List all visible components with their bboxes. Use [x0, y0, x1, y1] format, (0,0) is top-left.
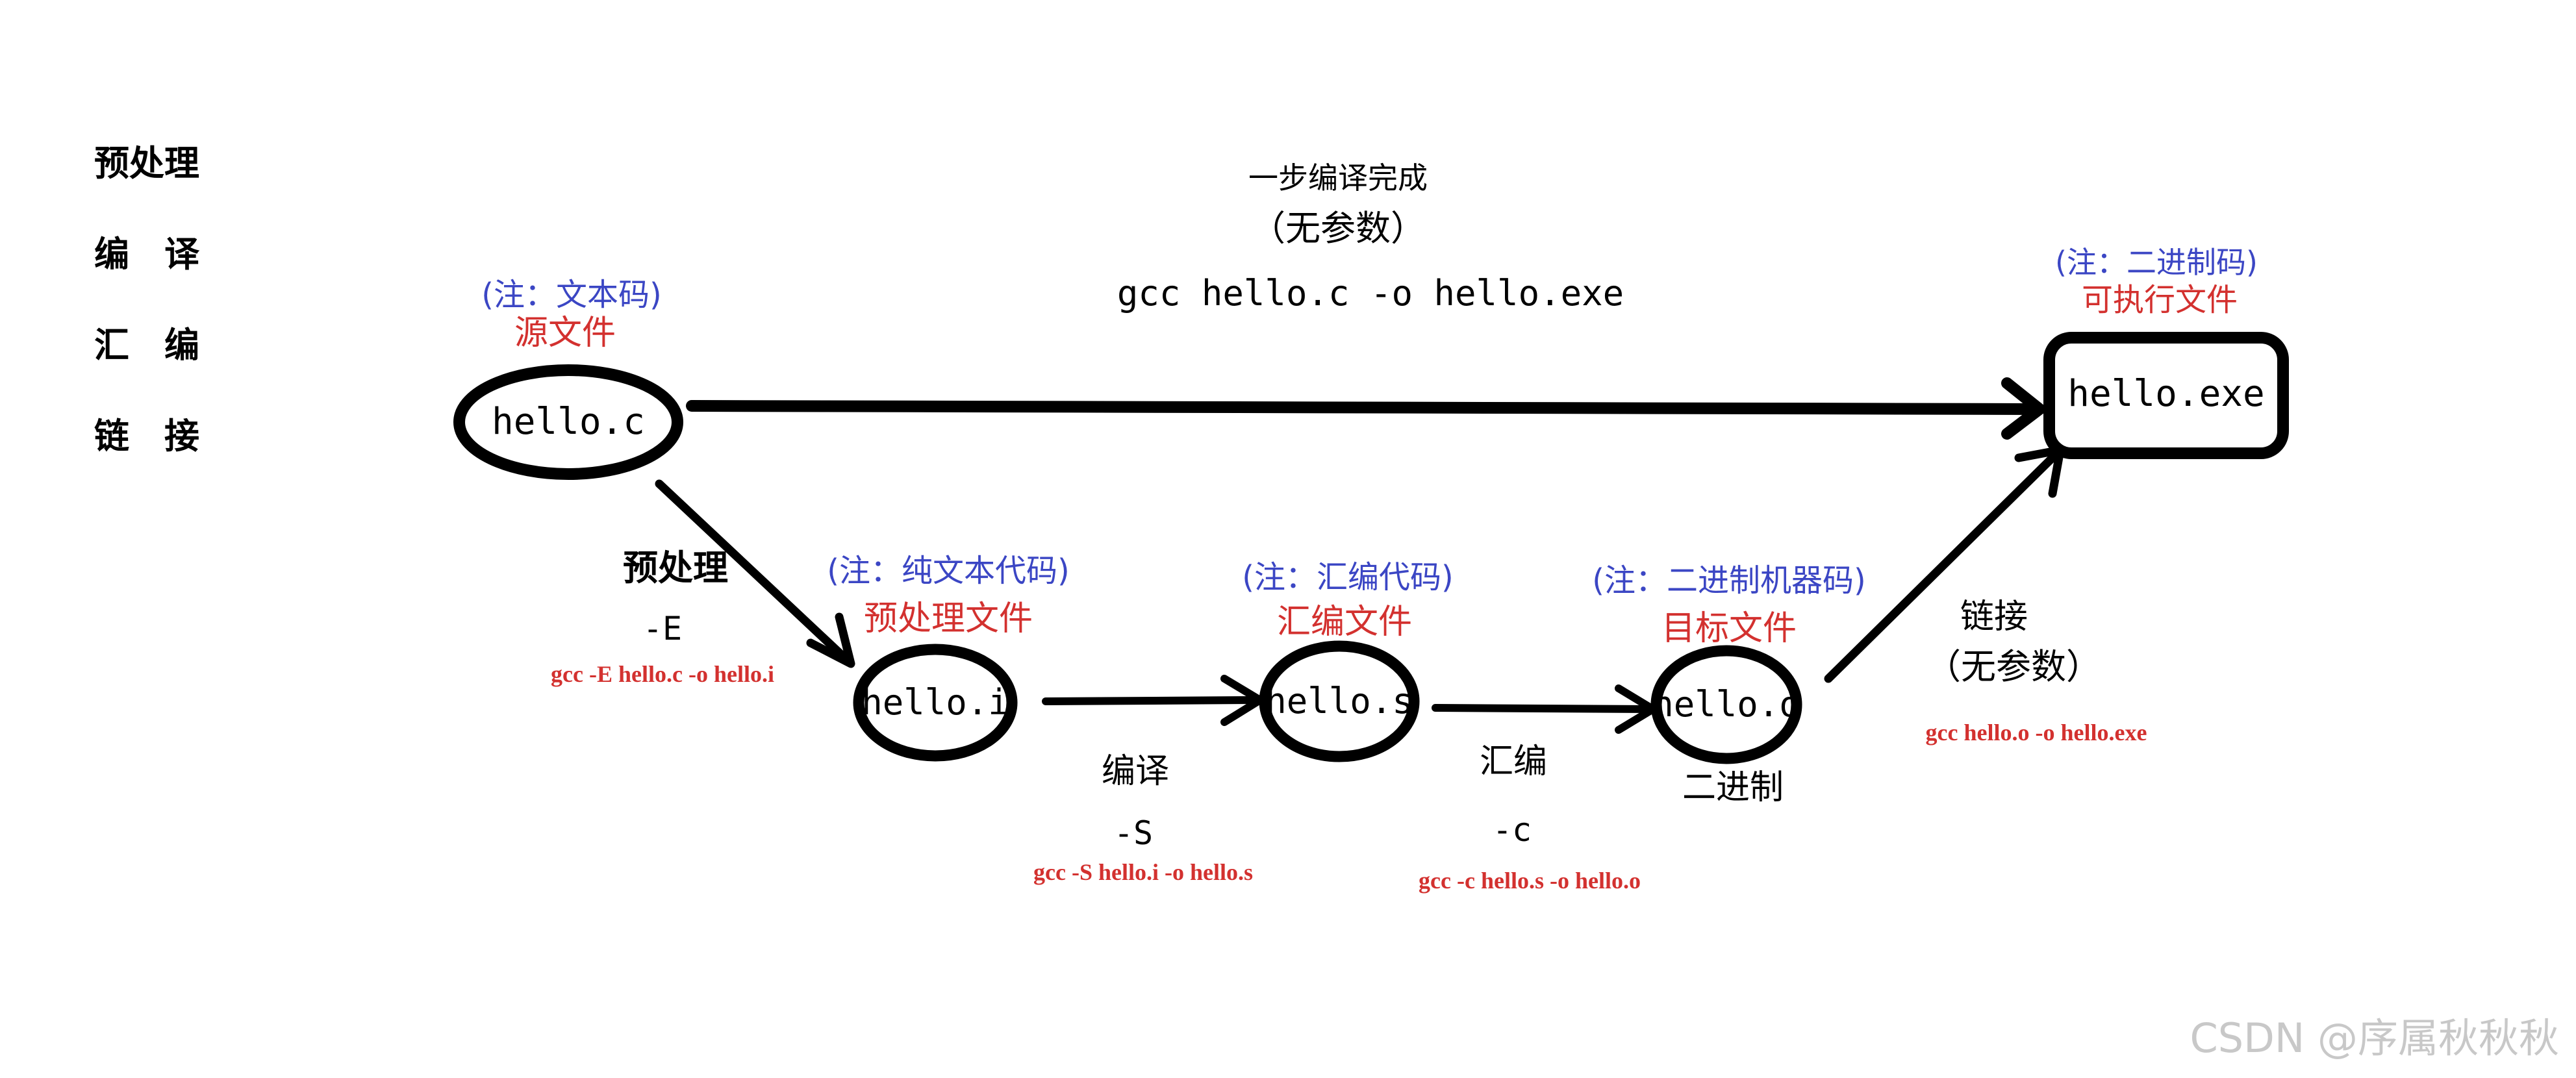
arrow-link [1824, 445, 2065, 683]
step-assemble-flag: -c [1493, 811, 1532, 849]
arrow-one-step [686, 377, 2045, 440]
preprocessed-node-ellipse [853, 644, 1018, 762]
step-link-label: 链接 [1960, 597, 2028, 636]
preprocessed-file-name: hello.i [861, 682, 1009, 723]
assembly-kind: 汇编文件 [1277, 603, 1412, 642]
node-source: (注：文本码) 源文件 hello.c [453, 277, 683, 480]
source-note: (注：文本码) [481, 277, 661, 313]
step-link-command: gcc hello.o -o hello.exe [1926, 720, 2147, 746]
executable-kind: 可执行文件 [2082, 282, 2238, 318]
node-object: (注：二进制机器码) 目标文件 hello.o 二进制 [1592, 562, 1865, 807]
step-assemble-labels: 汇编 -c gcc -c hello.s -o hello.o [1419, 742, 1641, 894]
source-node-ellipse [453, 364, 683, 480]
preprocessed-kind: 预处理文件 [864, 599, 1033, 638]
arrow-compile [1042, 675, 1264, 726]
object-note: (注：二进制机器码) [1592, 562, 1865, 599]
step-assemble-command: gcc -c hello.s -o hello.o [1419, 868, 1641, 894]
step-compile-flag: -S [1114, 814, 1153, 852]
legend-item-assemble: 汇 编 [94, 325, 199, 366]
legend: 预处理 编 译 汇 编 链 接 [94, 143, 200, 457]
object-file-name: hello.o [1652, 684, 1800, 725]
assembly-file-name: hello.s [1265, 681, 1413, 721]
arrow-assemble [1432, 684, 1657, 734]
assembly-node-ellipse [1259, 640, 1420, 762]
preprocessed-note: (注：纯文本代码) [827, 553, 1069, 589]
node-preprocessed: (注：纯文本代码) 预处理文件 hello.i [827, 553, 1070, 762]
source-file-name: hello.c [492, 401, 645, 443]
step-preprocess-label: 预处理 [623, 547, 728, 588]
step-assemble-label: 汇编 [1480, 742, 1547, 781]
legend-item-link: 链 接 [94, 416, 199, 457]
watermark: CSDN @序属秋秋秋 [2190, 1014, 2559, 1062]
legend-item-compile: 编 译 [94, 234, 200, 275]
arrow-preprocess [655, 479, 855, 668]
executable-node-box [2043, 332, 2289, 459]
object-node-ellipse [1650, 645, 1802, 764]
arrows [655, 377, 2065, 734]
assembly-note: (注：汇编代码) [1242, 559, 1453, 595]
legend-item-preprocess: 预处理 [94, 143, 199, 184]
object-binary-label: 二进制 [1682, 768, 1784, 807]
one-step-caption: 一步编译完成 （无参数） gcc hello.c -o hello.exe [1117, 160, 1624, 314]
node-executable: (注：二进制码) 可执行文件 hello.exe [2043, 245, 2289, 459]
step-preprocess-flag: -E [643, 610, 682, 647]
step-preprocess-command: gcc -E hello.c -o hello.i [551, 661, 774, 687]
object-kind: 目标文件 [1661, 609, 1797, 648]
step-link-flag: （无参数） [1926, 646, 2101, 687]
step-compile-command: gcc -S hello.i -o hello.s [1033, 859, 1253, 885]
executable-file-name: hello.exe [2067, 373, 2264, 415]
one-step-subtitle: （无参数） [1250, 208, 1426, 249]
executable-note: (注：二进制码) [2055, 245, 2258, 280]
step-preprocess-labels: 预处理 -E gcc -E hello.c -o hello.i [551, 547, 774, 687]
step-link-labels: 链接 （无参数） gcc hello.o -o hello.exe [1926, 597, 2147, 746]
step-compile-label: 编译 [1102, 752, 1169, 791]
source-kind: 源文件 [514, 314, 616, 353]
one-step-title: 一步编译完成 [1248, 160, 1428, 195]
one-step-command: gcc hello.c -o hello.exe [1117, 273, 1624, 314]
step-compile-labels: 编译 -S gcc -S hello.i -o hello.s [1033, 752, 1253, 885]
node-assembly: (注：汇编代码) 汇编文件 hello.s [1242, 559, 1454, 762]
